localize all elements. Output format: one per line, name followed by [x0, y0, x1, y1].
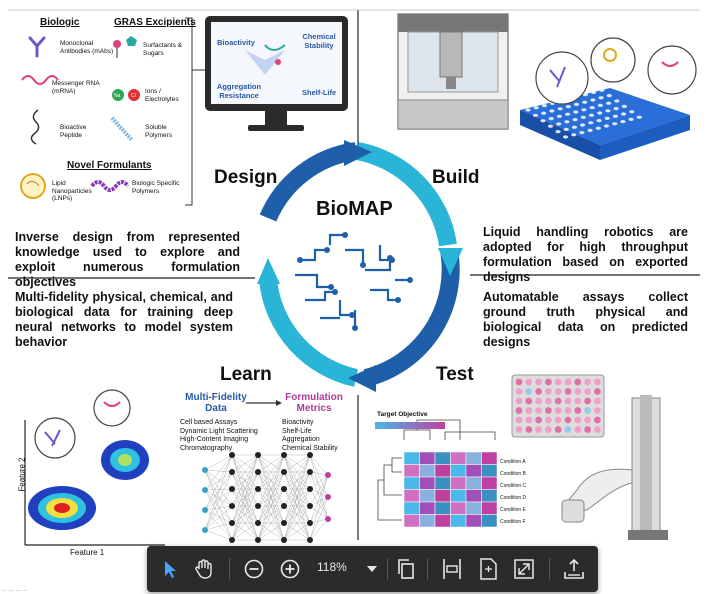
test-description: Automatable assays collect ground truth … [483, 290, 688, 349]
antibody-icon [28, 36, 46, 58]
arrow-head-right [438, 248, 463, 276]
target-gradient [375, 422, 445, 429]
pdf-toolbar: 118% [147, 546, 598, 592]
metrics-heading: Formulation Metrics [285, 392, 343, 414]
metric-item: Aggregation [282, 436, 320, 443]
ion-na: Na [114, 93, 121, 99]
x-axis-label: Feature 1 [70, 548, 105, 557]
phase-build: Build [432, 167, 480, 188]
zoom-dropdown[interactable] [365, 560, 379, 578]
page-view-button[interactable] [391, 554, 421, 584]
fit-page-icon [480, 558, 497, 580]
monitor-chem-stability: Chemical Stability [302, 32, 336, 50]
monitor-bioactivity: Bioactivity [217, 38, 255, 47]
mrna-label: Messenger RNA (mRNA) [52, 80, 100, 95]
condition-label: Condition E [500, 507, 526, 513]
cycle-arrows [259, 142, 460, 387]
monitor-shelf-life: Shelf-Life [302, 88, 337, 97]
data-heading: Multi-Fidelity Data [185, 392, 247, 414]
condition-label: Condition C [500, 483, 527, 489]
robot-arm-icon [561, 395, 668, 540]
lnp-label: Lipid Nanoparticles (LNPs) [52, 180, 92, 202]
bracket [185, 17, 193, 206]
biologic-heading: Biologic [40, 17, 80, 28]
metrics-items: Bioactivity Shelf-Life Aggregation Chemi… [282, 419, 338, 453]
copy-pages-icon [398, 559, 414, 579]
polymer-icon [110, 116, 134, 142]
y-axis-label: Feature 2 [17, 457, 27, 492]
metric-item: Chemical Stability [282, 444, 338, 452]
zoom-out-button[interactable] [239, 554, 269, 584]
ions-label: Ions / Electrolytes [145, 88, 179, 103]
heatmap [377, 419, 498, 528]
condition-label: Condition D [500, 495, 527, 501]
mrna-icon [21, 75, 59, 85]
pan-tool-button[interactable] [189, 554, 219, 584]
fit-width-button[interactable] [437, 554, 467, 584]
data-items: Cell based Assays Dynamic Light Scatteri… [180, 419, 258, 453]
polymer-label: Soluble Polymers [145, 124, 173, 139]
assay-plate-icon [511, 374, 605, 438]
metric-item: Bioactivity [282, 419, 314, 426]
monitor-aggregation: Aggregation Resistance [216, 82, 262, 100]
arrow-head-bottom [348, 365, 376, 392]
surfactant-label: Surfactants & Sugars [143, 42, 183, 57]
hand-icon [195, 559, 212, 579]
density-plot [24, 389, 165, 546]
phase-design: Design [214, 167, 278, 188]
plus-circle-icon [280, 559, 300, 579]
condition-label: Condition B [500, 471, 526, 477]
footer-partial: ... ... ... ... [2, 587, 28, 593]
arrow-head-top [344, 140, 372, 166]
condition-label: Condition A [500, 459, 526, 465]
caret-down-icon [367, 566, 377, 572]
design-description: Inverse design from represented knowledg… [15, 230, 240, 289]
download-button[interactable] [559, 554, 589, 584]
phase-learn: Learn [220, 364, 272, 385]
arrow-head-left [257, 258, 280, 284]
ions-icon: Na Cl [112, 89, 140, 101]
peptide-label: Bioactive Peptide [60, 124, 87, 139]
fullscreen-button[interactable] [509, 554, 539, 584]
learn-description: Multi-fidelity physical, chemical, and b… [15, 290, 233, 349]
data-item: Dynamic Light Scattering [180, 427, 258, 435]
bio-polymer-label: Biologic Specific Polymers [132, 180, 180, 195]
neural-network [202, 452, 331, 543]
sample-bubbles [535, 37, 697, 105]
biologic-polymer-icon [90, 180, 130, 192]
cycle-title: BioMAP [316, 198, 393, 220]
phase-test: Test [436, 364, 474, 385]
fit-page-button[interactable] [473, 554, 503, 584]
target-label: Target Objective [377, 411, 428, 418]
monitor-icon [205, 16, 348, 131]
peptide-icon [30, 109, 40, 145]
select-tool-button[interactable] [155, 554, 185, 584]
zoom-in-button[interactable] [275, 554, 305, 584]
build-description: Liquid handling robotics are adopted for… [483, 225, 688, 284]
surfactant-icon [113, 36, 137, 58]
liquid-handler-icon [397, 13, 509, 130]
zoom-level[interactable]: 118% [317, 560, 347, 574]
brain-circuit-icon [295, 232, 413, 331]
data-item: Cell based Assays [180, 419, 238, 426]
fit-width-icon [443, 559, 461, 579]
condition-labels: Condition A Condition B Condition C Cond… [500, 456, 526, 528]
expand-icon [514, 559, 534, 579]
data-item: High-Content Imaging [180, 436, 249, 443]
minus-circle-icon [244, 559, 264, 579]
condition-label: Condition F [500, 519, 526, 525]
mab-label: Monoclonal Antibodies (mAbs) [60, 40, 114, 55]
data-item: Chromatography [180, 444, 233, 452]
tray-upload-icon [564, 558, 584, 579]
ion-cl: Cl [131, 93, 136, 99]
cursor-icon [165, 561, 176, 578]
metric-item: Shelf-Life [282, 427, 312, 435]
gras-heading: GRAS Excipients [114, 17, 196, 28]
novel-heading: Novel Formulants [67, 160, 152, 171]
lnp-icon [20, 173, 46, 199]
